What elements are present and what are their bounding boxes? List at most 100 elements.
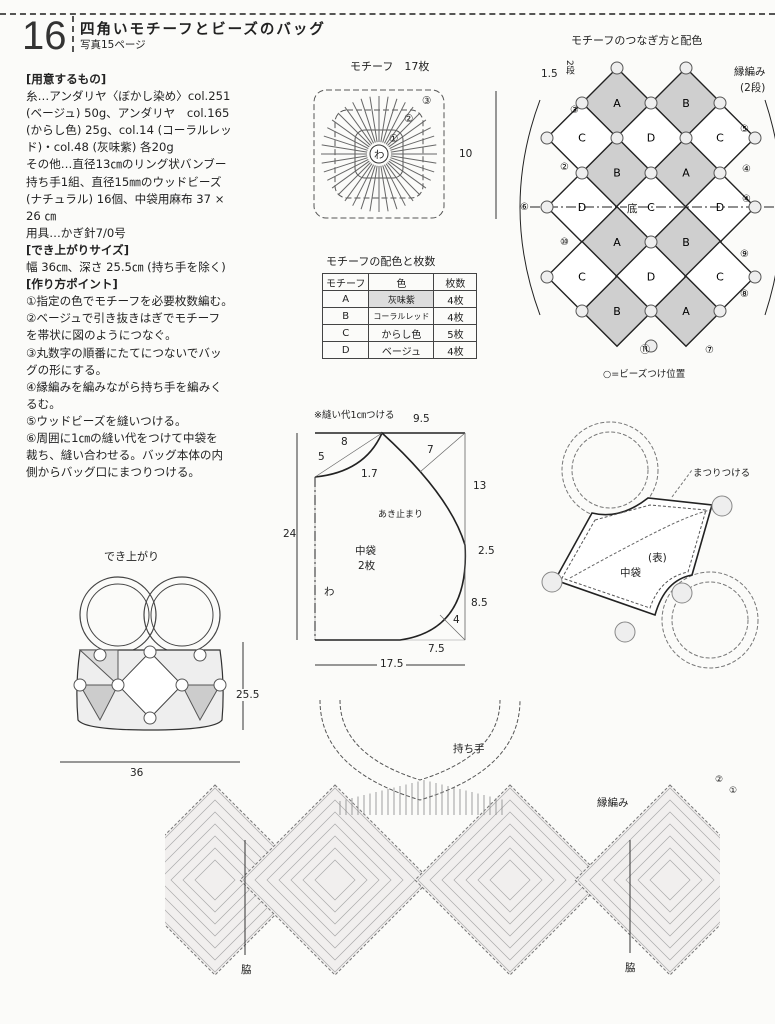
color-table-title: モチーフの配色と枚数	[326, 255, 436, 268]
chart-round	[453, 823, 567, 937]
stitch-mark	[360, 98, 376, 143]
stitch-mark	[389, 127, 431, 149]
motif-title: モチーフ 17枚	[350, 60, 430, 73]
dim-7: 7	[427, 444, 434, 456]
materials-line: (ベージュ) 50g、アンダリヤ col.165	[26, 106, 230, 121]
point-line: ④縁編みを編みながら持ち手を編みく	[26, 379, 222, 394]
side-label-right: 脇	[625, 962, 636, 974]
lining-name: 中袋	[355, 545, 376, 557]
order-mark: ⑩	[560, 237, 569, 248]
dim-top: 9.5	[413, 413, 430, 425]
motif-letter: B	[682, 236, 690, 249]
cell-color: コーラルレッド	[368, 307, 435, 325]
header-divider	[72, 16, 74, 52]
stitch-mark	[385, 163, 414, 202]
header-count: 枚数	[433, 273, 478, 291]
chart-round	[158, 823, 272, 937]
chart-round	[302, 847, 368, 913]
cell-motif: C	[321, 324, 370, 342]
stitch-mark	[384, 102, 406, 144]
stitch-mark	[331, 119, 370, 148]
bead-position	[540, 200, 554, 214]
cell-count: 4枚	[433, 307, 478, 325]
motif-letter: A	[613, 97, 621, 110]
stitch-mark	[387, 162, 421, 196]
finished-title: でき上がり	[104, 550, 159, 563]
motif-letter: B	[682, 97, 690, 110]
motif-letter: D	[647, 132, 655, 145]
motif-letter: C	[578, 271, 586, 284]
dim-1-7: 1.7	[361, 468, 378, 480]
chart-round	[290, 835, 380, 925]
chart-round	[489, 859, 531, 901]
stitch-mark	[384, 164, 406, 206]
stitch-mark	[387, 112, 421, 146]
chart-round	[182, 847, 248, 913]
chart-round	[254, 799, 416, 961]
joining-title: モチーフのつなぎ方と配色	[571, 34, 703, 47]
chart-round	[194, 859, 236, 901]
dim-width: 17.5	[377, 658, 407, 670]
chart-round	[441, 811, 579, 949]
cell-count: 5枚	[433, 324, 478, 342]
edging-rows: (2段)	[740, 82, 766, 94]
stitch-mark	[321, 144, 368, 153]
header-motif: モチーフ	[321, 273, 370, 291]
cell-motif: B	[321, 307, 370, 325]
edging-chart	[0, 699, 775, 1024]
chart-round	[613, 823, 727, 937]
stitch-mark	[352, 102, 374, 144]
point-line: ①指定の色でモチーフを必要枚数編む。	[26, 294, 233, 309]
edging-label: 縁編み	[734, 66, 766, 78]
header-color: 色	[368, 273, 435, 291]
stitch-mark	[369, 96, 378, 143]
order-mark: ③	[570, 105, 579, 116]
instructions: [用意するもの] 糸…アンダリヤ〈ぼかし染め〉col.251 (ベージュ) 50…	[26, 71, 276, 481]
stitch-mark	[390, 135, 435, 151]
motif-letter: C	[716, 271, 724, 284]
cell-color: からし色	[368, 324, 435, 342]
page-title: 四角いモチーフとビーズのバッグ	[80, 22, 326, 38]
stitch-mark	[360, 165, 376, 210]
stitch-mark	[331, 160, 370, 189]
point-line: ⑥周囲に1㎝の縫い代をつけて中袋を	[26, 430, 218, 445]
finished-height: 25.5	[236, 689, 260, 701]
materials-line: (ナチュラル) 16個、中袋用麻布 37 ×	[26, 191, 225, 206]
dim-5: 5	[318, 451, 325, 463]
order-mark: ⑪	[640, 344, 650, 356]
finished-width: 36	[127, 767, 147, 779]
bead-position	[748, 200, 762, 214]
motif-letter: A	[682, 305, 690, 318]
bead-position	[540, 270, 554, 284]
order-mark: ④	[742, 194, 751, 205]
chart-round	[477, 847, 543, 913]
motif-letter: D	[578, 201, 586, 214]
motif-letter: B	[613, 305, 621, 318]
dim-4: 4	[453, 614, 460, 626]
size-heading: [でき上がりサイズ]	[26, 242, 130, 257]
dim-8-5: 8.5	[471, 597, 488, 609]
point-line: ②ベージュで引き抜きはぎでモチーフ	[26, 311, 221, 326]
materials-line: (からし色) 25g、col.14 (コーラルレッ	[26, 123, 232, 138]
motif-A	[650, 275, 722, 348]
order-mark: ⑦	[705, 345, 714, 356]
photo-reference: 写真15ページ	[80, 39, 146, 51]
side-label-left: 脇	[241, 964, 252, 976]
row-2-mark: ②	[715, 775, 724, 785]
chart-round	[465, 835, 555, 925]
row-1-mark: ①	[729, 786, 738, 796]
bead-position	[679, 131, 693, 145]
join-arrow	[764, 99, 775, 316]
round-3-mark: ③	[422, 95, 432, 107]
point-line: を帯状に図のようにつなぐ。	[26, 328, 177, 343]
stitch-mark	[382, 98, 398, 143]
bead-position	[713, 96, 727, 110]
stitch-mark	[327, 159, 369, 181]
order-mark: ⑧	[740, 289, 749, 300]
dim-7-5: 7.5	[428, 643, 445, 655]
stitch-mark	[388, 119, 427, 148]
bead-position	[610, 61, 624, 75]
motif-letter: A	[613, 236, 621, 249]
chart-round	[601, 811, 739, 949]
